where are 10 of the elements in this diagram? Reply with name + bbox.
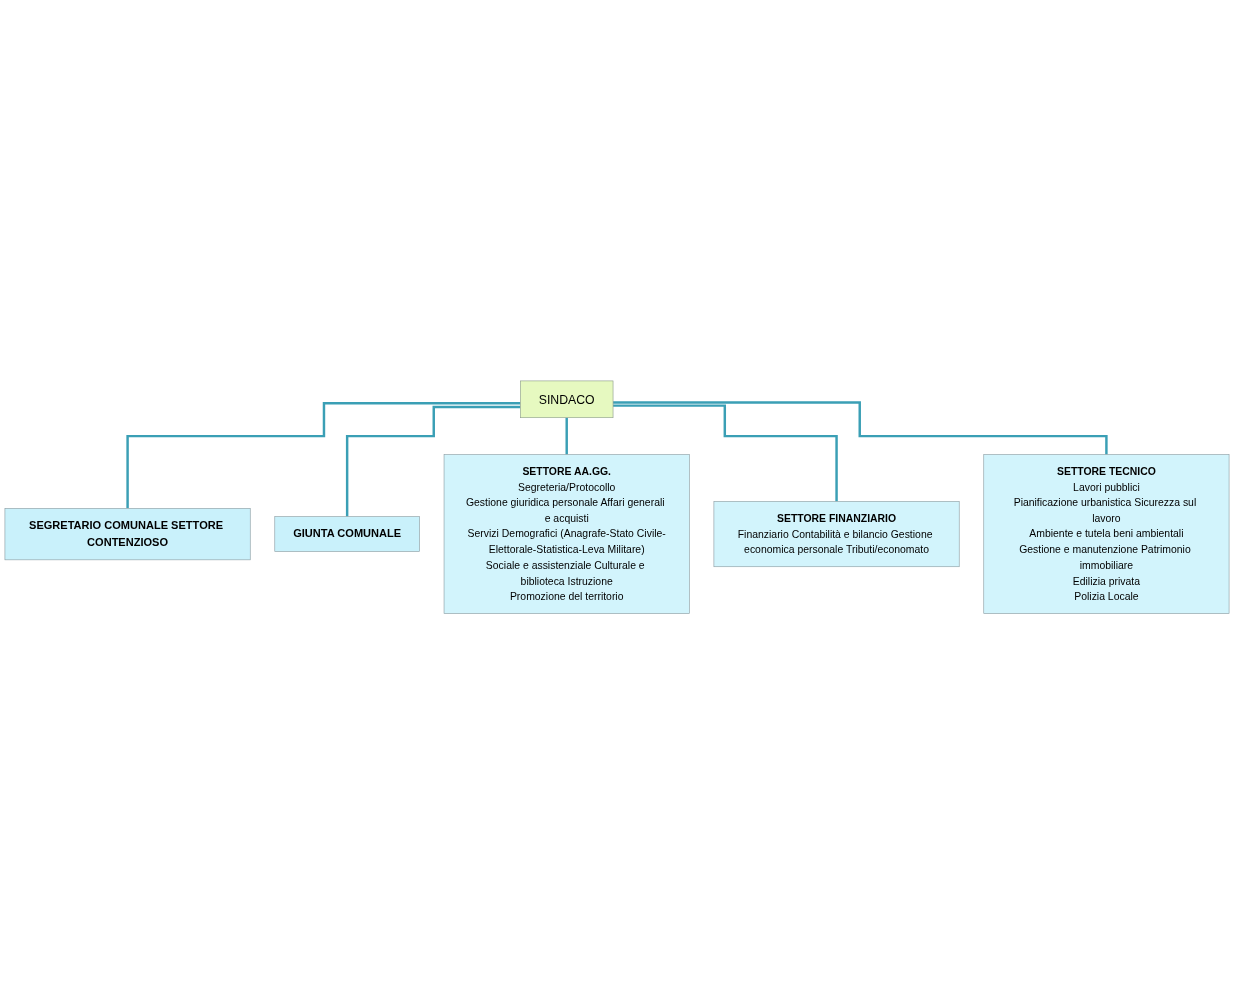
node-box: SETTORE AA.GG. Segreteria/Protocollo Gestione giuridica personale Affari generali e acquisti Servizi Demografici (Anagrafe-Stato Civile-Elettorale-Statistica-Leva Militare) Sociale e assistenziale Culturale e biblioteca Istruzione Promozione del territorio — [443, 454, 690, 615]
connector — [565, 416, 568, 456]
connector — [126, 402, 521, 510]
node-box: SETTORE FINANZIARIO Finanziario Contabilità e bilancio Gestione economica personale Tributi/economato — [713, 501, 960, 568]
connector — [613, 404, 838, 503]
node-box: GIUNTA COMUNALE — [274, 516, 420, 553]
connector — [613, 401, 1108, 456]
node-box: SETTORE TECNICO Lavori pubblici Pianificazione urbanistica Sicurezza sul lavoro Ambiente e tutela beni ambientali Gestione e manutenzione Patrimonio immobiliare Edilizia privata Polizia Locale — [983, 454, 1230, 615]
node-box: SINDACO — [520, 380, 614, 419]
node-box: SEGRETARIO COMUNALE SETTORE CONTENZIOSO — [4, 508, 251, 561]
